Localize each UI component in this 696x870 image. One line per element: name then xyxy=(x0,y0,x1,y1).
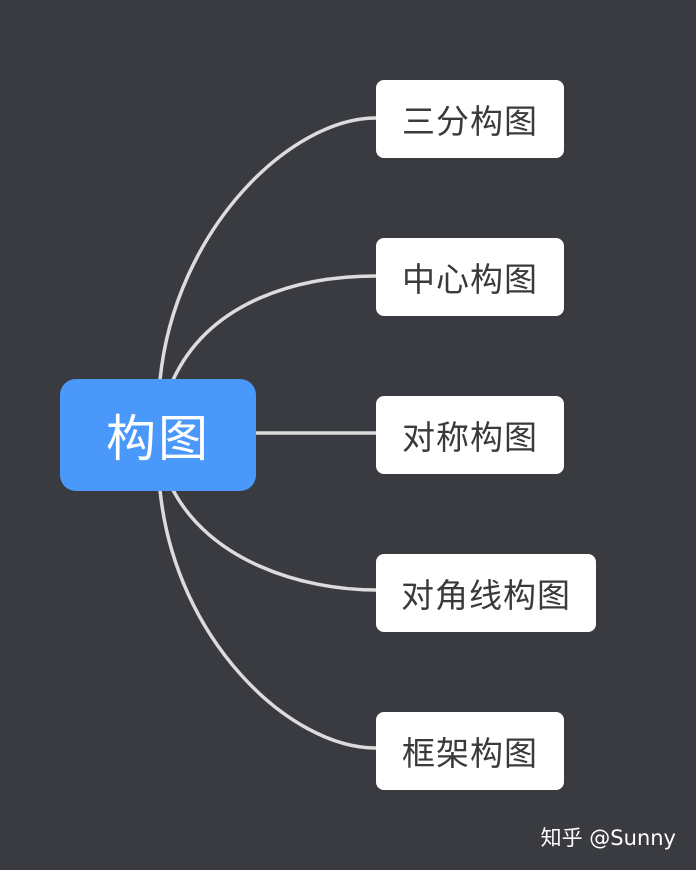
branch-node-label: 三分构图 xyxy=(402,102,538,141)
branch-node-diagonal[interactable]: 对角线构图 xyxy=(376,554,596,632)
branch-node-frame[interactable]: 框架构图 xyxy=(376,712,564,790)
connector-branch-1 xyxy=(171,274,378,382)
connector-branch-0 xyxy=(158,116,378,382)
branch-node-label: 中心构图 xyxy=(402,260,538,299)
branch-node-symmetry[interactable]: 对称构图 xyxy=(376,396,564,474)
branch-node-label: 对角线构图 xyxy=(401,576,571,615)
connector-branch-3 xyxy=(171,488,378,592)
branch-node-rule-of-thirds[interactable]: 三分构图 xyxy=(376,80,564,158)
root-node-label: 构图 xyxy=(106,410,210,468)
connector-branch-4 xyxy=(158,488,378,750)
root-node[interactable]: 构图 xyxy=(60,379,256,491)
branch-node-label: 框架构图 xyxy=(402,734,538,773)
branch-node-label: 对称构图 xyxy=(402,418,538,457)
watermark-text: 知乎 @Sunny xyxy=(540,826,676,850)
branch-node-center[interactable]: 中心构图 xyxy=(376,238,564,316)
